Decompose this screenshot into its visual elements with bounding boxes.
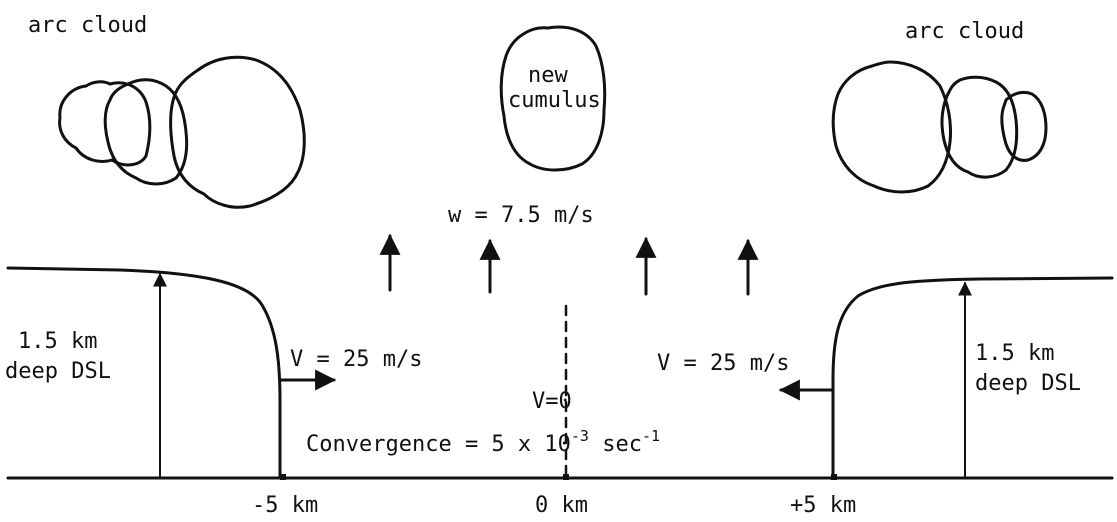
tick-label-right: +5 km <box>790 493 856 518</box>
new-cumulus-label-line2: cumulus <box>508 88 601 113</box>
convergence-main-text: Convergence = 5 x 10 <box>306 432 571 457</box>
wind-speed-left-label: V = 25 m/s <box>290 347 422 372</box>
arc-cloud-right-label: arc cloud <box>905 19 1024 44</box>
convergence-label: Convergence = 5 x 10-3 sec-1 <box>306 427 660 457</box>
tick-label-center: 0 km <box>535 493 588 518</box>
dsl-right-label-line2: deep DSL <box>975 371 1081 396</box>
dsl-left-label-line1: 1.5 km <box>18 329 97 354</box>
dsl-left-label-line2: deep DSL <box>5 359 111 384</box>
arc-cloud-left <box>60 57 305 207</box>
new-cumulus-label-line1: new <box>528 63 568 88</box>
center-wind-label: V=0 <box>532 389 572 414</box>
convergence-unit-text: sec <box>589 432 642 457</box>
updraft-speed-label: w = 7.5 m/s <box>448 203 594 228</box>
dsl-right-label-line1: 1.5 km <box>975 341 1054 366</box>
arc-cloud-left-label: arc cloud <box>28 13 147 38</box>
convergence-exponent-2: -1 <box>642 427 660 445</box>
tick-label-left: -5 km <box>252 493 318 518</box>
wind-speed-right-label: V = 25 m/s <box>657 351 789 376</box>
arc-cloud-right <box>833 62 1046 192</box>
convergence-exponent-1: -3 <box>571 427 589 445</box>
